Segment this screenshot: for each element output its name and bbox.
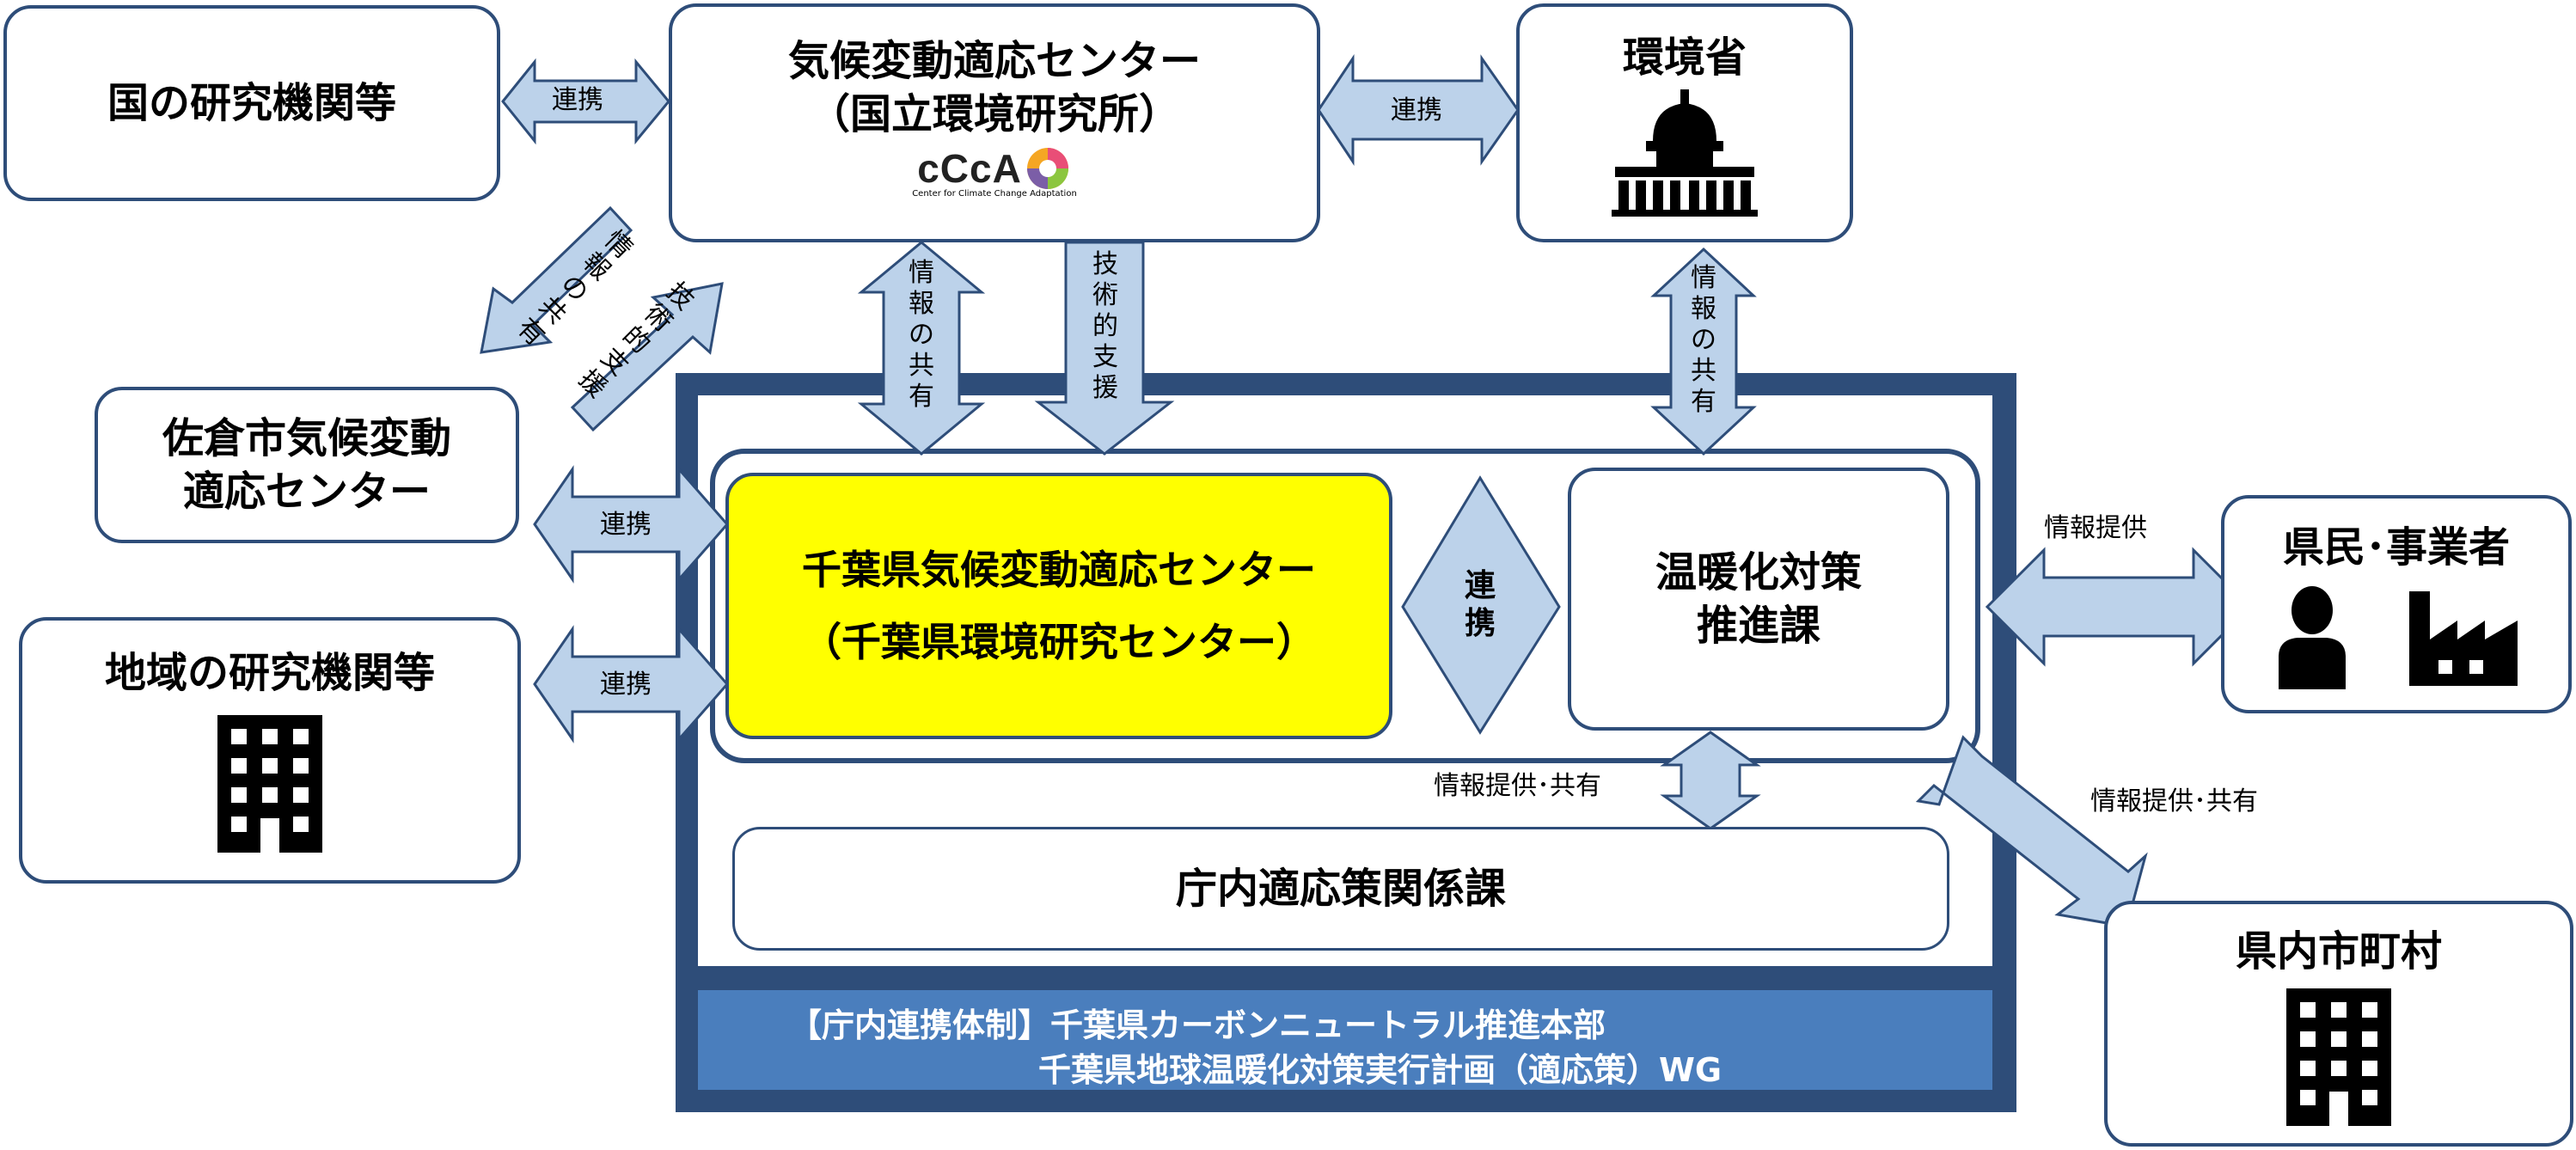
arrow-info-share-ccca <box>857 241 986 456</box>
sakura-line-2: 適応センター <box>182 468 431 516</box>
label-renkei-inner: 連携 <box>1464 568 1496 641</box>
arrow-diag-info-share <box>480 205 633 354</box>
node-sakura: 佐倉市気候変動 適応センター <box>95 387 519 543</box>
label-info-share-moe: 情報の共有 <box>1691 263 1716 417</box>
label-info-provide-share-agencies: 情報提供･共有 <box>1434 771 1601 801</box>
arrow-info-share-moe <box>1650 247 1757 456</box>
label-renkei-regional: 連携 <box>600 670 652 700</box>
arrow-info-provide-share-agencies <box>1660 731 1761 830</box>
moe-label: 環境省 <box>1622 34 1747 82</box>
label-info-share-ccca: 情報の共有 <box>909 258 934 412</box>
ccca-name: 気候変動適応センター <box>787 37 1201 85</box>
ccca-logo-sub: Center for Climate Change Adaptation <box>912 189 1077 199</box>
node-citizens: 県民･事業者 <box>2221 495 2572 713</box>
chiba-center-line-2: （千葉県環境研究センター） <box>802 619 1316 665</box>
node-national-research: 国の研究機関等 <box>3 5 500 201</box>
arrow-info-provide-share-municipalities <box>1915 735 2148 928</box>
ccca-institute: （国立環境研究所） <box>808 90 1180 138</box>
factory-icon <box>2409 591 2518 686</box>
arrow-diag-tech-support <box>570 282 724 432</box>
label-info-provide: 情報提供 <box>2044 513 2147 543</box>
government-building-icon <box>1612 89 1758 217</box>
label-info-provide-share-municipalities: 情報提供･共有 <box>2090 786 2258 817</box>
banner: 【庁内連携体制】千葉県カーボンニュートラル推進本部 千葉県地球温暖化対策実行計画… <box>698 990 1992 1090</box>
node-regional-research: 地域の研究機関等 <box>19 617 521 884</box>
national-research-label: 国の研究機関等 <box>107 79 396 127</box>
citizens-label: 県民･事業者 <box>2282 523 2510 572</box>
warming-line-2: 推進課 <box>1696 602 1820 650</box>
ccca-logo-text: cCcA <box>917 146 1022 191</box>
office-building-icon <box>217 715 322 853</box>
banner-line-1: 【庁内連携体制】千葉県カーボンニュートラル推進本部 <box>789 1006 1606 1044</box>
warming-line-1: 温暖化対策 <box>1655 548 1862 596</box>
label-renkei-moe: 連携 <box>1391 95 1442 125</box>
sakura-line-1: 佐倉市気候変動 <box>162 414 451 462</box>
node-agencies: 庁内適応策関係課 <box>732 827 1949 951</box>
label-renkei-sakura: 連携 <box>600 510 652 540</box>
node-chiba-center: 千葉県気候変動適応センター （千葉県環境研究センター） <box>725 473 1392 739</box>
node-ccca: 気候変動適応センター （国立環境研究所） cCcA Center for Cli… <box>669 3 1320 242</box>
agencies-label: 庁内適応策関係課 <box>1175 865 1506 913</box>
ccca-globe-icon <box>1026 148 1068 189</box>
node-warming-division: 温暖化対策 推進課 <box>1568 468 1949 731</box>
node-moe: 環境省 <box>1516 3 1853 242</box>
arrow-tech-support-ccca <box>1034 241 1175 456</box>
arrow-info-provide <box>1985 547 2253 667</box>
regional-research-label: 地域の研究機関等 <box>104 649 435 697</box>
label-tech-support-ccca: 技術的支援 <box>1092 249 1118 403</box>
person-icon <box>2279 586 2346 689</box>
label-renkei-national: 連携 <box>552 85 603 115</box>
banner-line-2: 千葉県地球温暖化対策実行計画（適応策）WG <box>1038 1051 1722 1089</box>
office-building-icon <box>2286 988 2391 1126</box>
arrow-renkei-inner <box>1401 475 1561 735</box>
ccca-logo: cCcA Center for Climate Change Adaptatio… <box>912 144 1077 199</box>
municipalities-label: 県内市町村 <box>2235 927 2442 976</box>
chiba-center-line-1: 千葉県気候変動適応センター <box>802 547 1316 593</box>
node-municipalities: 県内市町村 <box>2104 901 2573 1147</box>
